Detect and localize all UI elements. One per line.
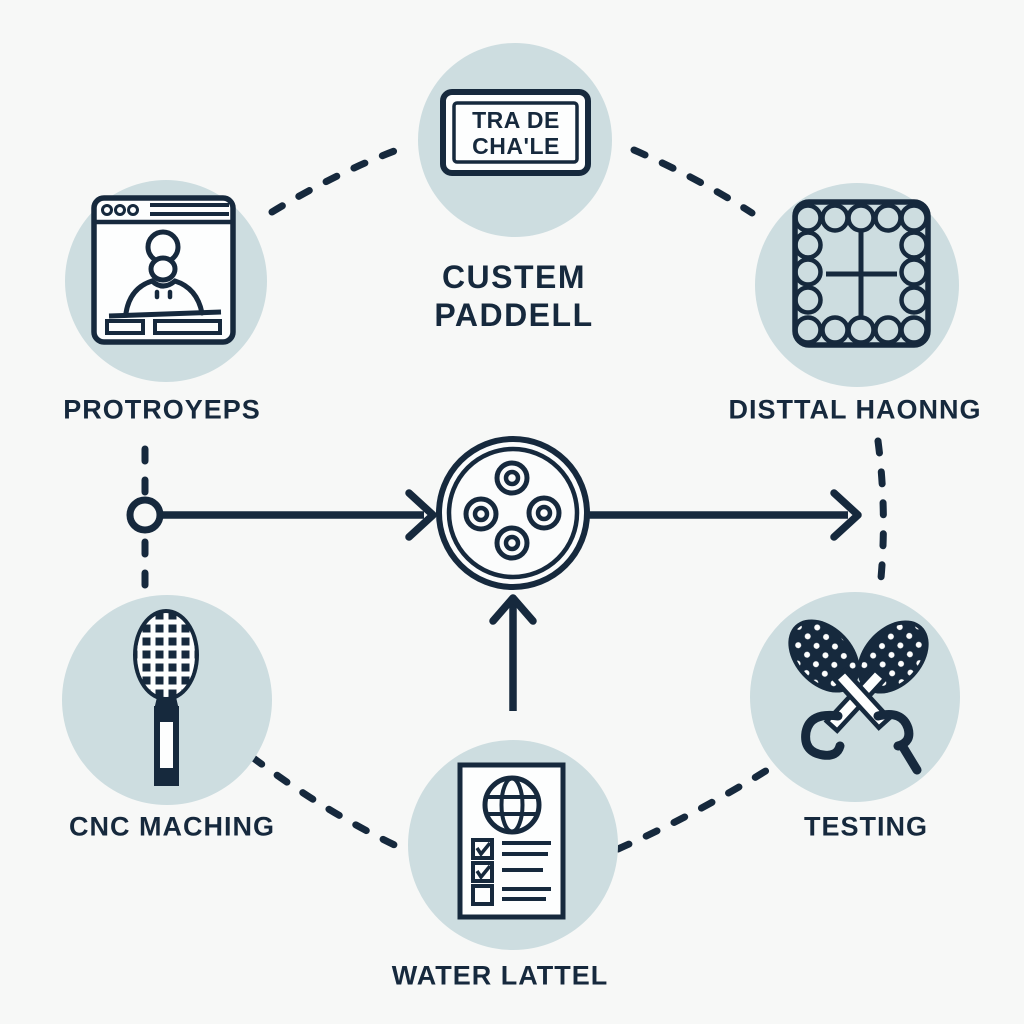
connector-right-vertical: [874, 437, 887, 582]
sign-text-line1: TRA DE: [472, 107, 560, 133]
label-prototypes: PROTROYEPS: [63, 394, 261, 425]
connector-sign-plate: [630, 146, 756, 217]
connector-prototypes-sign: [268, 146, 401, 216]
crossed-rackets-icon: [788, 619, 929, 775]
title-line1: CUSTEM: [441, 259, 587, 295]
dashed-connectors: [141, 146, 887, 853]
user-avatar-glyph: [123, 229, 205, 316]
browser-user-icon: [91, 195, 236, 345]
globe-glyph: [482, 775, 542, 835]
label-cnc-machining: CNC MACHING: [69, 811, 275, 842]
sign-text: TRA DE CHA'LE: [472, 107, 560, 159]
paddle-face-holes-icon: [436, 436, 590, 590]
arrow-right-head: [830, 489, 862, 541]
flow-arrows: [126, 489, 862, 711]
checkbox-rows: [471, 838, 551, 906]
connector-cnc-document: [248, 753, 407, 853]
connector-document-testing: [614, 753, 792, 853]
sign-text-line2: CHA'LE: [472, 133, 560, 159]
document-checklist-globe-icon: [457, 762, 566, 920]
title-line2: PADDELL: [434, 297, 594, 333]
arrow-up-head: [489, 594, 537, 625]
label-testing: TESTING: [803, 811, 929, 842]
label-water-label: WATER LATTEL: [391, 960, 609, 991]
arrow-left-head: [405, 489, 437, 541]
perforated-plate-icon: [792, 199, 931, 348]
signboard-icon: [440, 89, 591, 176]
flow-start-circle: [126, 496, 164, 534]
label-digital-honing: DISTTAL HAONNG: [728, 394, 982, 425]
diagram-title: CUSTEM PADDELL: [364, 258, 664, 334]
